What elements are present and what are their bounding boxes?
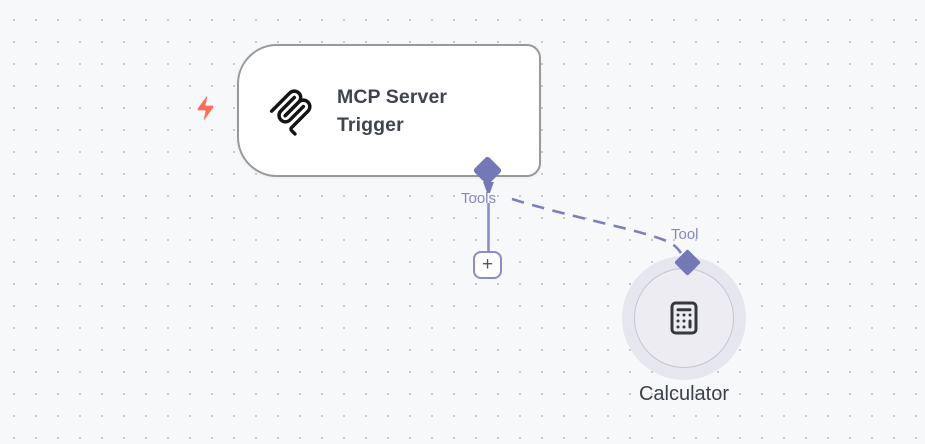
tools-output-label: Tools [461, 190, 497, 207]
wire-trigger-to-calculator [511, 197, 683, 254]
node-mcp-server-trigger[interactable]: MCP Server Trigger [237, 44, 541, 177]
calculator-icon [670, 301, 698, 335]
trigger-output-connector-stem [483, 182, 494, 193]
node-calculator[interactable] [622, 256, 746, 380]
lightning-bolt-icon [195, 94, 216, 122]
trigger-node-title: MCP Server Trigger [337, 85, 448, 136]
mcp-logo-icon [265, 83, 317, 139]
add-tool-button[interactable]: + [473, 251, 502, 279]
calculator-node-title: Calculator [638, 383, 730, 405]
tool-input-label: Tool [671, 226, 699, 243]
calculator-node-body [634, 268, 734, 368]
